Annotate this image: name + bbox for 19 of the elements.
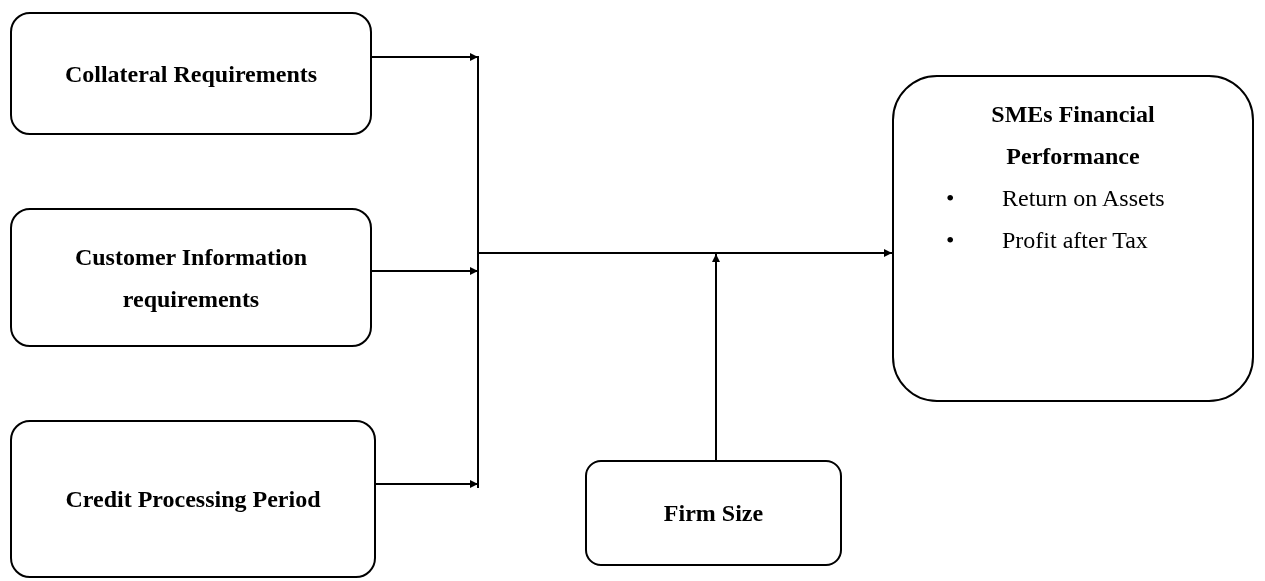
bullet-mark: • [946,226,956,255]
arrow [712,253,720,461]
rounded-box [892,75,1254,402]
arrow [477,55,893,489]
box-title: Collateral Requirements [64,59,318,89]
bullet-item: Return on Assets [1002,184,1166,213]
rounded-box [10,208,372,347]
bullet-mark: • [946,184,956,213]
box-title: Credit Processing Period [65,485,321,514]
rounded-box [10,12,372,135]
arrow [375,480,479,488]
rounded-box [585,460,842,566]
rounded-box [10,420,376,578]
box-title: SMEs Financial Performance [990,100,1156,171]
arrow [371,267,479,275]
arrow [371,53,479,61]
box-title: Customer Information requirements [73,242,309,314]
bullet-item: Profit after Tax [1002,226,1149,255]
box-title: Firm Size [663,499,764,528]
